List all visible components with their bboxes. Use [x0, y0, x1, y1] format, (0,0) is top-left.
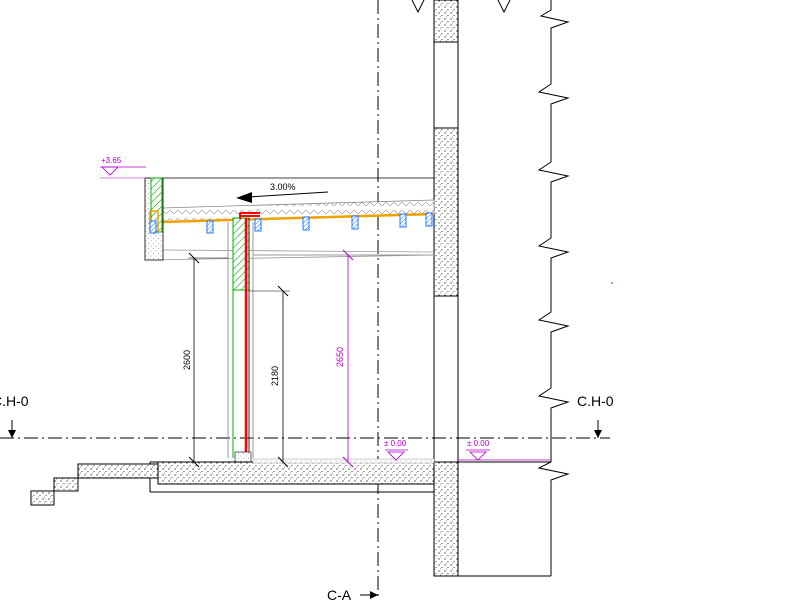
section-mark-left-label: C.H-0	[0, 393, 29, 409]
slope-label: 3.00%	[270, 182, 296, 192]
stray-point	[611, 282, 613, 284]
level-floor-in-marker	[385, 449, 408, 461]
dim-2650-label: 2650	[335, 347, 345, 367]
top-marker-1	[411, 0, 425, 14]
level-roof-label: +3.65	[101, 156, 122, 165]
section-mark-bottom	[360, 591, 378, 599]
section-mark-right	[594, 420, 602, 438]
level-floor-out-marker	[458, 449, 551, 461]
roof-battens	[149, 212, 433, 234]
roof-parapet	[144, 177, 164, 261]
level-roof-marker	[100, 166, 146, 179]
window-frame	[227, 212, 260, 469]
exterior-steps	[30, 463, 159, 506]
dim-2180	[249, 285, 290, 468]
dim-2180-label: 2180	[270, 366, 280, 386]
slope-arrow	[236, 191, 329, 203]
section-mark-bottom-label: C-A	[327, 587, 352, 600]
section-mark-right-label: C.H-0	[577, 393, 614, 409]
dim-2650	[342, 249, 354, 468]
soil-break-line	[537, 0, 570, 576]
level-floor-out-label: ± 0.00	[467, 439, 490, 448]
dim-2600-label: 2600	[182, 350, 192, 370]
right-wall	[433, 0, 551, 577]
section-mark-left	[8, 420, 16, 438]
dim-2600	[188, 252, 228, 468]
floor-slab	[149, 458, 435, 493]
level-floor-in-label: ± 0.00	[384, 439, 407, 448]
top-marker-2	[497, 0, 511, 14]
